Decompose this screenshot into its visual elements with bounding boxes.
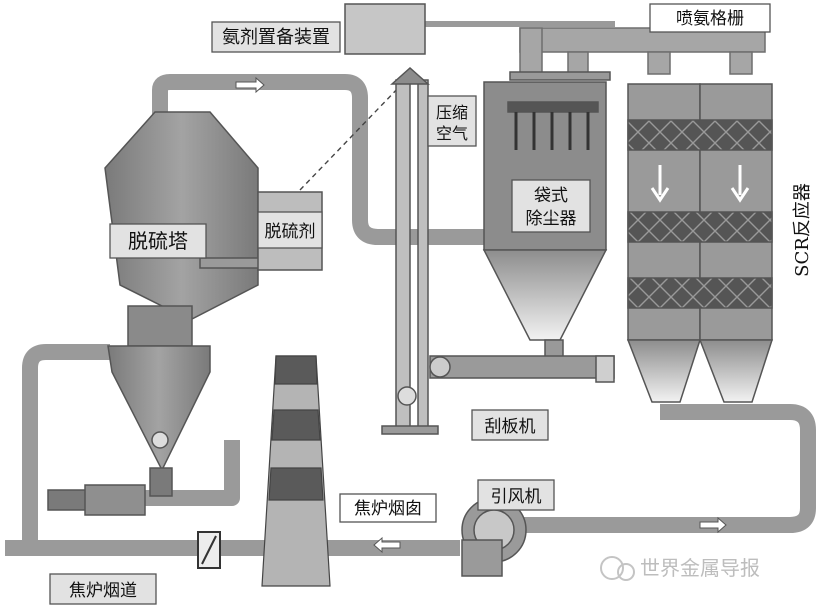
compressed-air-label-1: 压缩 — [436, 103, 468, 122]
scraper-conveyor — [429, 355, 615, 383]
rotary-valve-icon — [151, 431, 169, 449]
bag-filter-label-1: 袋式 — [534, 186, 568, 206]
chimney-label: 焦炉烟囱 — [354, 499, 422, 519]
ammonia-grid-label: 喷氨格栅 — [676, 9, 744, 29]
desulfurization-tower-label: 脱硫塔 — [128, 229, 188, 253]
scr-inlet-duct — [519, 27, 766, 77]
scr-reactor — [626, 83, 774, 403]
scraper-label: 刮板机 — [485, 417, 536, 437]
flow-arrows — [235, 76, 727, 554]
chat-bubble-icon — [600, 556, 624, 580]
ammonia-storage-label: 氨剂置备装置 — [222, 27, 330, 48]
watermark-text: 世界金属导报 — [640, 556, 760, 580]
bucket-elevator — [381, 66, 439, 435]
pipe-tower-bottom — [140, 440, 240, 506]
induced-fan — [461, 497, 527, 577]
compressed-air-label-2: 空气 — [436, 124, 468, 143]
scr-reactor-label: SCR反应器 — [792, 183, 813, 277]
desulfurizer-label: 脱硫剂 — [265, 222, 316, 242]
ammonia-storage-box — [344, 3, 426, 55]
pipe-fan-to-scr — [520, 404, 816, 533]
watermark: 世界金属导报 — [600, 556, 760, 581]
flue-damper — [197, 531, 221, 569]
pipe-left-loop — [22, 344, 110, 548]
bag-filter-label-2: 除尘器 — [526, 209, 577, 229]
flue-label: 焦炉烟道 — [69, 581, 137, 601]
dashed-leader — [299, 83, 403, 191]
chimney — [261, 355, 331, 587]
pipe-tower-to-filter — [152, 74, 545, 245]
desulfurization-tower — [47, 111, 263, 516]
induced-fan-label: 引风机 — [491, 487, 542, 507]
